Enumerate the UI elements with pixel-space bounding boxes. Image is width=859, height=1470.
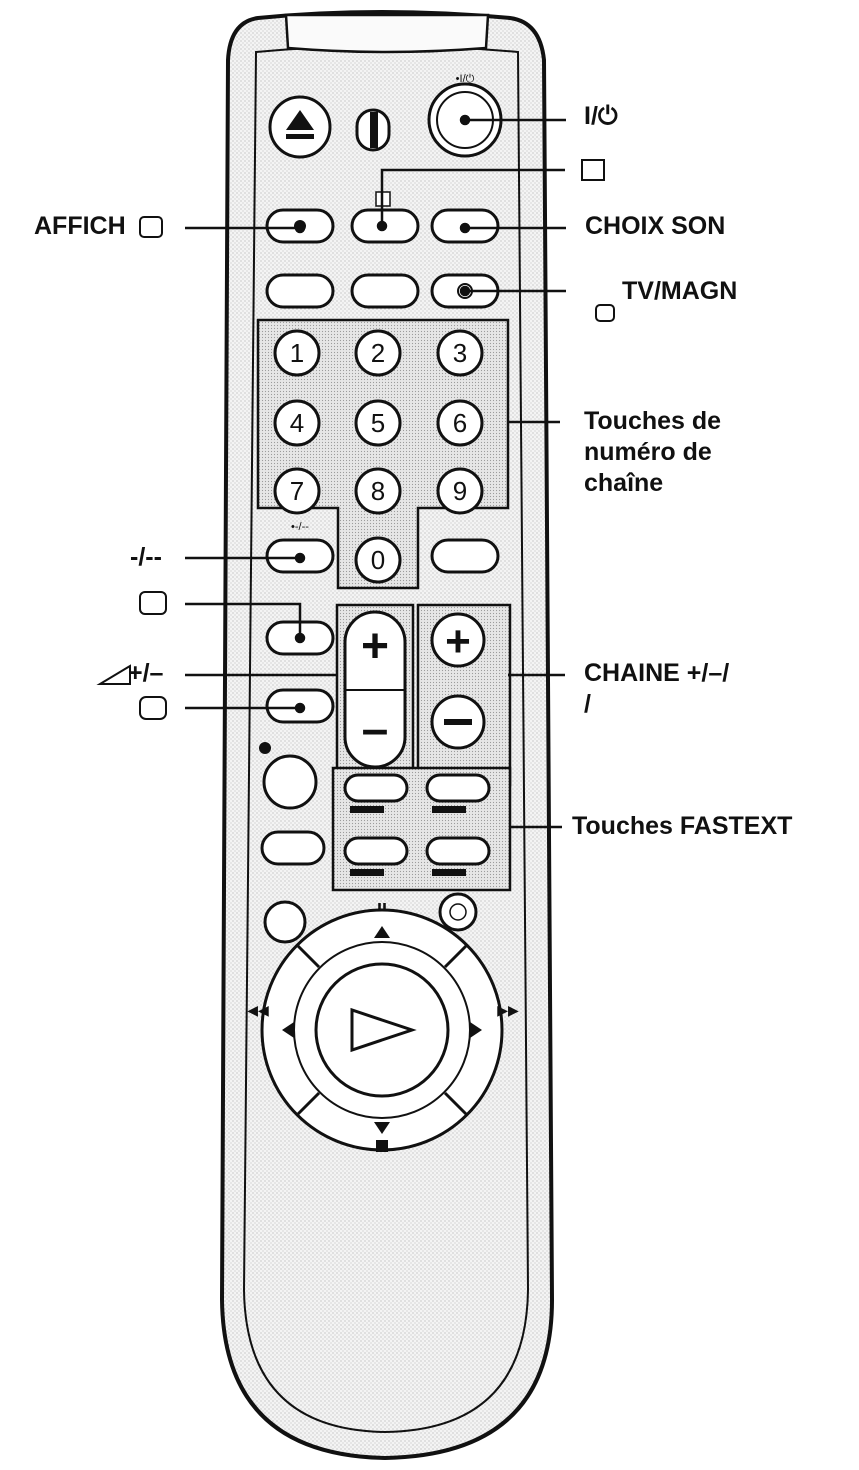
tv-video-switch[interactable] [355,108,391,152]
digit-key-4[interactable]: 4 [273,399,321,447]
channel-minus-button[interactable] [430,694,486,750]
channel-plus-button[interactable]: + [430,612,486,668]
digit-key-6[interactable]: 6 [436,399,484,447]
volume-callout: +/– [128,659,164,687]
digit-key-label: 1 [290,338,304,368]
digit-key-label: 4 [290,408,304,438]
digit-key-label: 7 [290,476,304,506]
channel-plus: + [445,617,471,666]
callout-icons [96,159,615,720]
choix-son-callout: CHOIX SON [585,212,726,240]
digit-key-2[interactable]: 2 [354,329,402,377]
digit-key-3[interactable]: 3 [436,329,484,377]
volume-minus: – [362,703,389,756]
volume-icon [96,664,131,685]
blank-button-left[interactable] [265,273,335,309]
rewind-label: ◀◀ [247,1002,269,1018]
digit-key-label: 6 [453,408,467,438]
digit-key-label: 3 [453,338,467,368]
blank-button-right[interactable] [430,538,500,574]
digit-key-0[interactable]: 0 [354,536,402,584]
play-icon [350,1007,417,1053]
digit-key-label: 8 [371,476,385,506]
up-arrow-icon [374,926,390,938]
blank-button-lower-left[interactable] [260,830,326,866]
power-label: •I/⏻ [456,73,475,85]
input-select-icon [595,304,615,322]
leader-lines [185,114,566,829]
tv-magn-callout: TV/MAGN [622,277,738,305]
digit-key-label: 0 [371,545,385,575]
timer-button[interactable] [438,892,478,932]
volume-rocker[interactable]: + – [343,610,407,769]
digit-key-label: 9 [453,476,467,506]
tv-screen-icon [139,696,167,720]
display-info-icon [139,216,163,238]
digit-key-label: 2 [371,338,385,368]
digit-key-5[interactable]: 5 [354,399,402,447]
digit-key-1[interactable]: 1 [273,329,321,377]
channel-minus-icon [444,719,472,725]
digit-key-8[interactable]: 8 [354,467,402,515]
input-mode-callout: -/-- [130,543,162,571]
digit-key-7[interactable]: 7 [273,467,321,515]
position-callout-icon [581,159,605,181]
eject-button[interactable] [268,95,332,159]
digit-key-label: 5 [371,408,385,438]
right-arrow-icon [470,1022,482,1038]
power-callout: I/⏻ [584,102,618,130]
fastext-button-yellow[interactable] [343,836,409,876]
fastext-button-green[interactable] [425,773,491,813]
affich-callout: AFFICH [34,212,126,240]
digit-key-9[interactable]: 9 [436,467,484,515]
chaine-callout: CHAINE +/–/ / [584,659,730,718]
record-dot-icon [259,742,271,754]
fast-forward-label: ▶▶ [497,1002,519,1018]
teletext-icon [139,591,167,615]
left-arrow-icon [282,1022,294,1038]
fastext-button-blue[interactable] [425,836,491,876]
input-mode-key-label: •-/-- [291,521,309,533]
stop-icon [376,1140,388,1152]
play-button[interactable] [314,962,450,1098]
record-button[interactable] [259,742,318,810]
volume-plus: + [361,620,389,673]
channel-number-keys-callout: Touches de numéro de chaîne [584,407,722,497]
blank-button-center[interactable] [350,273,420,309]
digit-keypad: 1 2 3 4 5 6 7 8 9 0 [273,329,484,584]
timer-icon [449,903,467,921]
down-arrow-icon [374,1122,390,1134]
fastext-button-red[interactable] [343,773,409,813]
eject-icon [286,110,314,130]
blank-round-button[interactable] [263,900,307,944]
fastext-callout: Touches FASTEXT [572,812,793,840]
